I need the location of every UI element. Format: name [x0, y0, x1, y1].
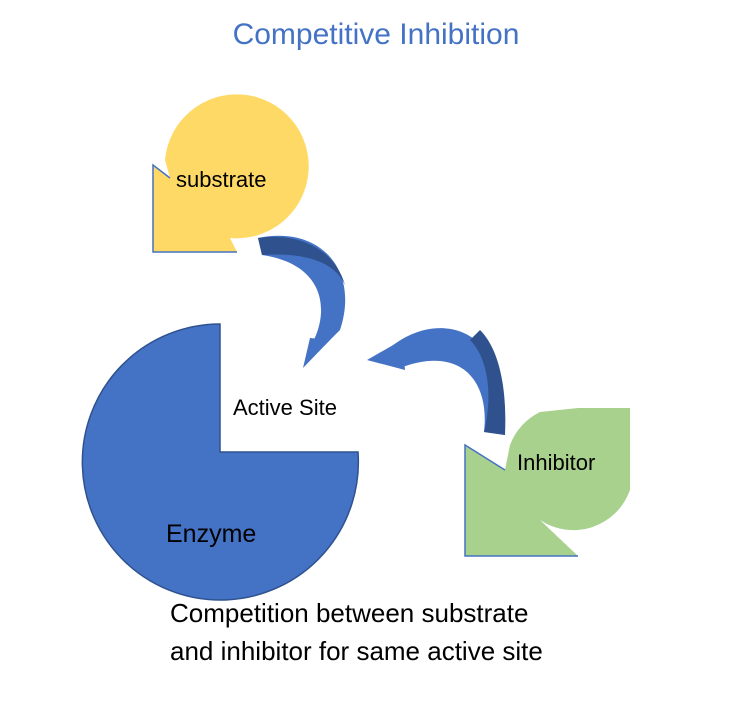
caption-line-1: Competition between substrate [170, 598, 529, 628]
diagram-title: Competitive Inhibition [232, 18, 520, 51]
inhibitor-label: Inhibitor [517, 450, 596, 475]
caption: Competition between substrate and inhibi… [170, 594, 690, 670]
inhibitor-arrow [367, 328, 506, 435]
substrate-arrow [258, 235, 346, 368]
enzyme-shape [81, 323, 360, 601]
caption-line-2: and inhibitor for same active site [170, 636, 543, 666]
inhibitor-shape [464, 408, 630, 557]
substrate-shape [152, 94, 309, 253]
active-site-label: Active Site [233, 395, 337, 420]
substrate-label: substrate [176, 167, 267, 192]
enzyme-label: Enzyme [166, 520, 257, 548]
